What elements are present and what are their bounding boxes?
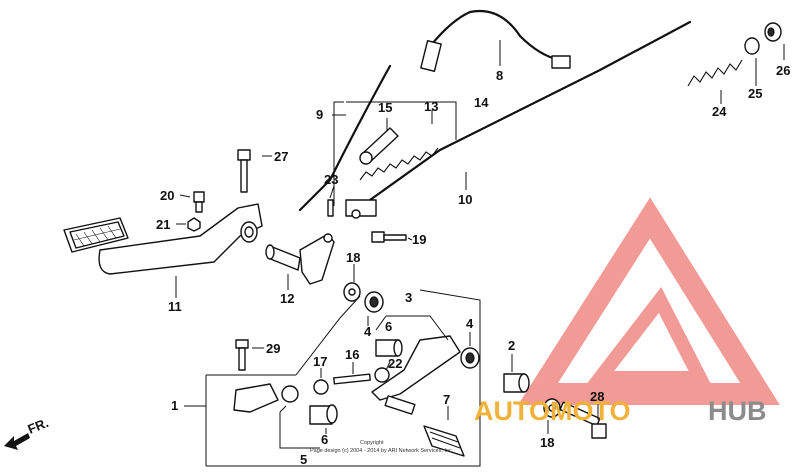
bracket-right-assy xyxy=(419,289,481,455)
spring-24 xyxy=(687,59,743,87)
label-part-12: 12 xyxy=(280,291,294,306)
bracket-14 xyxy=(333,101,457,206)
bearing-4a xyxy=(364,291,384,313)
label-part-1: 1 xyxy=(171,398,178,413)
copyright-title: Copyright xyxy=(360,440,384,446)
bolt-28 xyxy=(559,401,607,439)
bolt-29 xyxy=(235,339,249,371)
brake-switch-wire xyxy=(420,9,571,72)
label-part-7: 7 xyxy=(443,392,450,407)
spring-23 xyxy=(327,199,334,217)
collar-15 xyxy=(359,127,399,165)
pedal-tread-pattern xyxy=(73,225,121,247)
label-part-16: 16 xyxy=(345,347,359,362)
bracket-5 xyxy=(279,405,320,449)
label-part-6b: 6 xyxy=(321,432,328,447)
label-part-11: 11 xyxy=(168,299,182,314)
brake-rod xyxy=(298,64,392,212)
washer-18-upper xyxy=(343,282,361,302)
label-part-4a: 4 xyxy=(364,324,372,339)
watermark-text-automoto: AUTOMOTO xyxy=(474,396,631,426)
label-part-14: 14 xyxy=(474,95,489,110)
arm-3 xyxy=(371,335,461,415)
watermark-text-hub: HUB xyxy=(708,396,767,426)
pedal-stopper-bolt xyxy=(193,191,205,213)
label-part-3: 3 xyxy=(405,290,412,305)
label-part-29: 29 xyxy=(266,341,280,356)
brake-cable xyxy=(368,20,692,202)
label-part-6a: 6 xyxy=(385,319,392,334)
label-part-28: 28 xyxy=(590,389,604,404)
brake-pedal xyxy=(63,203,263,275)
cap-26 xyxy=(764,22,782,42)
collar-17 xyxy=(313,379,329,395)
collar-25 xyxy=(744,37,760,55)
bolt-27 xyxy=(237,149,251,193)
bearing-4b xyxy=(460,347,480,369)
copyright-text: Page design (c) 2004 - 2014 by ARI Netwo… xyxy=(310,448,454,454)
label-part-23: 23 xyxy=(324,172,338,187)
joint-1 xyxy=(233,383,299,413)
label-part-4b: 4 xyxy=(466,316,474,331)
label-part-17: 17 xyxy=(313,354,327,369)
label-part-18b: 18 xyxy=(540,435,554,450)
cable-clevis xyxy=(345,199,377,219)
label-part-19: 19 xyxy=(412,232,426,247)
bushing-6a xyxy=(375,339,403,357)
label-part-21: 21 xyxy=(156,217,170,232)
bolt-16 xyxy=(333,373,371,385)
bracket-1 xyxy=(205,374,481,467)
label-part-22: 22 xyxy=(388,356,402,371)
bracket-upper-assy xyxy=(295,295,361,376)
collar-2 xyxy=(503,373,530,393)
leader-lines xyxy=(175,40,785,434)
label-part-27: 27 xyxy=(274,149,288,164)
label-part-8: 8 xyxy=(496,68,503,83)
label-part-9: 9 xyxy=(316,107,323,122)
pedal-shaft xyxy=(265,233,335,285)
label-part-24: 24 xyxy=(712,104,727,119)
bushing-6b xyxy=(309,404,338,425)
collar-22 xyxy=(374,367,390,383)
rubber-7 xyxy=(423,425,465,457)
front-label: FR. xyxy=(26,415,51,437)
label-part-15: 15 xyxy=(378,100,392,115)
label-part-25: 25 xyxy=(748,86,762,101)
watermark-text: AUTOMOTO HUB xyxy=(474,396,767,426)
label-part-20: 20 xyxy=(160,188,174,203)
label-part-2: 2 xyxy=(508,338,515,353)
label-part-13: 13 xyxy=(424,99,438,114)
label-part-26: 26 xyxy=(776,63,790,78)
label-part-5: 5 xyxy=(300,452,307,467)
label-part-18a: 18 xyxy=(346,250,360,265)
label-part-10: 10 xyxy=(458,192,472,207)
bracket-3 xyxy=(375,315,449,341)
front-direction-arrow: FR. xyxy=(4,415,51,450)
bolt-19 xyxy=(371,231,407,243)
spring-13 xyxy=(359,147,439,181)
washer-18-lower xyxy=(543,398,561,418)
nut-21 xyxy=(187,217,201,232)
watermark-logo xyxy=(517,197,780,405)
